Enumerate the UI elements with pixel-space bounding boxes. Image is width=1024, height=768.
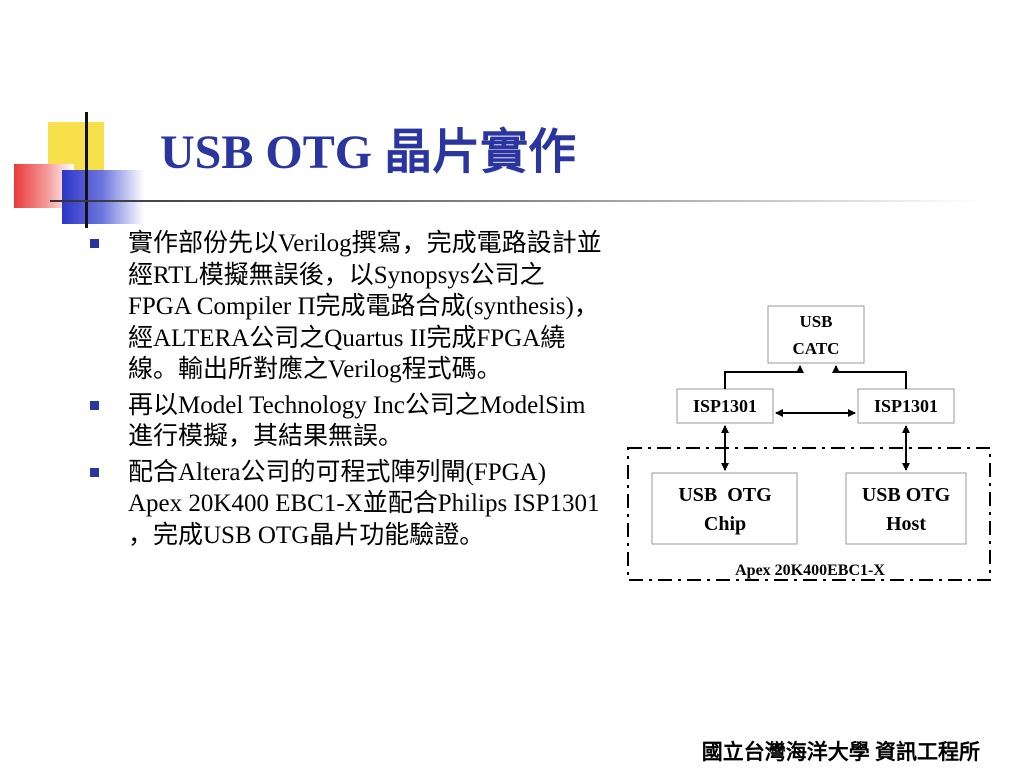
isp1301-left-label: ISP1301	[693, 396, 757, 416]
fpga-boundary	[627, 447, 991, 581]
bullet-text: 再以Model Technology Inc公司之ModelSim進行模擬，其結…	[128, 391, 586, 451]
slide-title: USB OTG 晶片實作	[160, 126, 577, 179]
arrow-isp-right-to-catc	[832, 365, 907, 389]
usb-catc-box	[767, 305, 865, 364]
usb-otg-host-line1: USB OTG	[862, 484, 951, 506]
fpga-label: Apex 20K400EBC1-X	[735, 562, 885, 579]
bullet-text: 配合Altera公司的可程式陣列閘(FPGA) Apex 20K400 EBC1…	[128, 458, 600, 549]
bullet-square-icon	[90, 400, 99, 410]
arrow-isp-left-to-catc	[724, 365, 804, 389]
usb-catc-line2: CATC	[793, 339, 840, 358]
title-underline	[50, 200, 980, 202]
usb-otg-chip-line1: USB OTG	[678, 484, 772, 506]
bullet-square-icon	[90, 239, 99, 248]
footer-institution: 國立台灣海洋大學 資訊工程所	[701, 740, 980, 764]
isp1301-right-label: ISP1301	[874, 396, 938, 416]
bullet-item: 配合Altera公司的可程式陣列閘(FPGA) Apex 20K400 EBC1…	[90, 457, 602, 552]
usb-otg-chip-box	[651, 472, 798, 545]
usb-otg-host-box	[845, 472, 967, 545]
bullet-item: 再以Model Technology Inc公司之ModelSim進行模擬，其結…	[90, 390, 602, 453]
bullet-square-icon	[90, 467, 99, 477]
bullet-text: 實作部份先以Verilog撰寫，完成電路設計並經RTL模擬無誤後，以Synops…	[128, 230, 602, 383]
usb-catc-line1: USB	[799, 312, 832, 331]
usb-otg-chip-line2: Chip	[704, 513, 746, 535]
bullet-item: 實作部份先以Verilog撰寫，完成電路設計並經RTL模擬無誤後，以Synops…	[90, 228, 602, 386]
usb-otg-host-line2: Host	[886, 513, 926, 535]
bullet-list: 實作部份先以Verilog撰寫，完成電路設計並經RTL模擬無誤後，以Synops…	[90, 228, 602, 555]
logo-vertical-line	[85, 112, 88, 228]
logo-blue-bar	[62, 170, 144, 224]
isp1301-left-box	[676, 388, 774, 424]
